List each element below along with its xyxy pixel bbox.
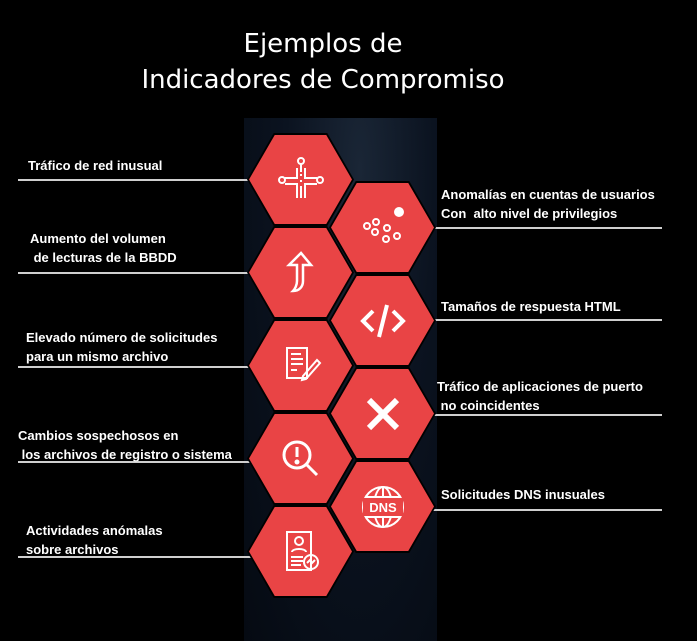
indicator-label: Elevado número de solicitudes para un mi…: [26, 330, 218, 364]
arrow-up-icon: [285, 250, 314, 292]
page-title: Ejemplos de Indicadores de Compromiso: [0, 26, 646, 98]
indicator-label: Cambios sospechosos en los archivos de r…: [18, 428, 232, 462]
title-line-1: Ejemplos de: [243, 29, 403, 59]
connector-line: [18, 366, 254, 368]
hexagon-file-requests: [247, 319, 354, 412]
indicator-label: Solicitudes DNS inusuales: [441, 487, 605, 502]
indicator-label: Anomalías en cuentas de usuarios Con alt…: [441, 187, 655, 221]
network-crossroads-icon: [277, 156, 324, 198]
hexagon-html-response: [329, 274, 436, 367]
indicator-label: Aumento del volumen de lecturas de la BB…: [30, 231, 177, 265]
dns-icon-text: DNS: [369, 500, 397, 515]
hexagon-account-anomalies: [329, 181, 436, 274]
code-icon: [359, 304, 406, 337]
document-pen-icon: [285, 346, 321, 381]
indicator-label: Tráfico de red inusual: [28, 158, 163, 173]
connector-line: [18, 179, 254, 181]
hexagon-log-changes: [247, 412, 354, 505]
hexagon-db-reads: [247, 226, 354, 319]
hexagon-port-mismatch: [329, 367, 436, 460]
connector-line: [18, 556, 254, 558]
x-mark-icon: [366, 397, 399, 430]
hexagon-dns: DNS: [329, 460, 436, 553]
hexagon-file-activity: [247, 505, 354, 598]
connector-line: [18, 461, 254, 463]
dns-globe-icon: DNS: [361, 485, 404, 528]
indicator-label: Tráfico de aplicaciones de puerto no coi…: [437, 379, 643, 413]
connector-line: [428, 509, 662, 511]
indicator-label: Actividades anómalas sobre archivos: [26, 523, 163, 557]
indicator-label: Tamaños de respuesta HTML: [441, 299, 621, 314]
connector-line: [428, 227, 662, 229]
hexagon-network-traffic: [247, 133, 354, 226]
profile-document-icon: [285, 530, 319, 571]
dots-cluster-icon: [362, 206, 404, 243]
connector-line: [18, 272, 254, 274]
title-line-2: Indicadores de Compromiso: [141, 65, 505, 95]
connector-line: [428, 414, 662, 416]
search-alert-icon: [282, 440, 318, 476]
connector-line: [428, 319, 662, 321]
